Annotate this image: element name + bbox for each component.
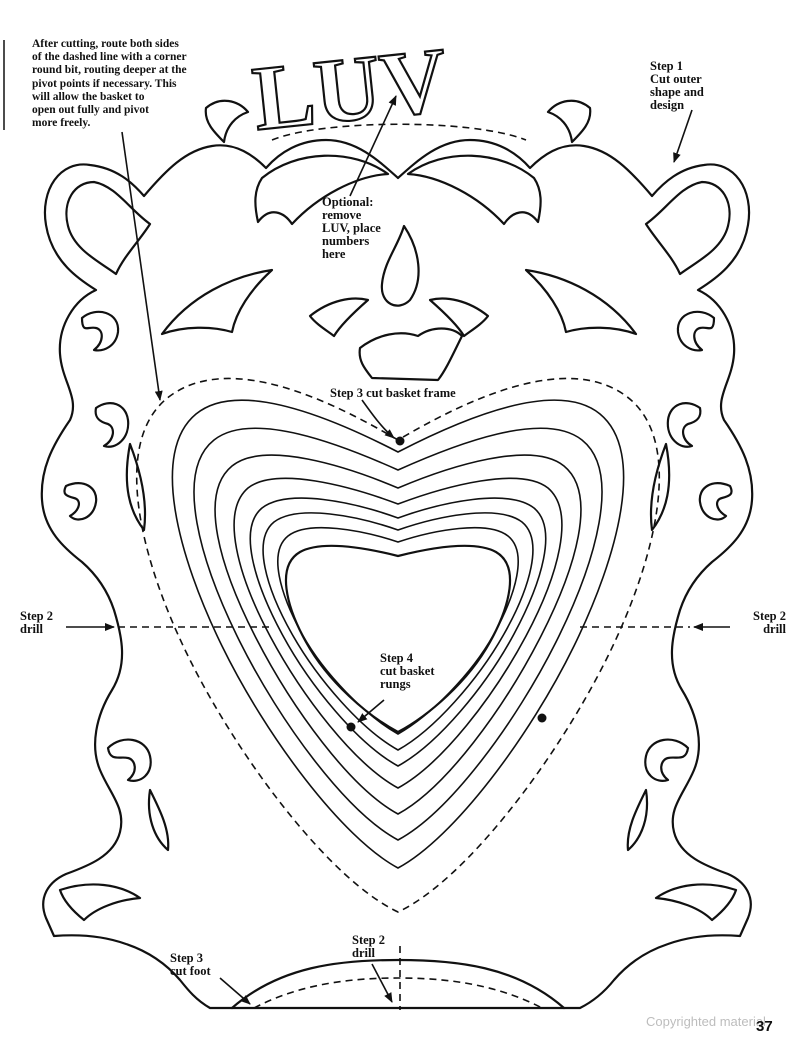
left-leaf-top xyxy=(204,99,250,144)
left-leaf-cut xyxy=(125,442,147,532)
right-lower-scroll xyxy=(644,738,690,782)
right-scroll-lower xyxy=(698,482,733,521)
right-heart-ornament xyxy=(644,180,731,276)
left-scroll-upper xyxy=(80,310,120,352)
left-swoop-cut xyxy=(254,154,390,226)
basket-rungs xyxy=(171,399,625,869)
right-leaf-top xyxy=(546,99,592,144)
step2-bottom-label: Step 2 drill xyxy=(352,933,385,960)
left-lower-leaf xyxy=(147,788,170,852)
luv-letters: LUV xyxy=(248,28,452,150)
basket-center-opening xyxy=(284,544,512,734)
outer-shape xyxy=(40,138,754,1010)
step2-left-label: Step 2 drill xyxy=(20,609,53,636)
note-arrow xyxy=(121,131,163,401)
right-lower-leaf xyxy=(626,788,649,852)
right-inner-wing xyxy=(428,297,490,338)
left-inner-wing xyxy=(308,297,370,338)
basket-frame-dashed xyxy=(135,377,661,913)
pivot-dot-top xyxy=(395,436,405,446)
left-wing-cut xyxy=(160,268,274,336)
left-heart-ornament xyxy=(65,180,152,276)
step2-right-label: Step 2 drill xyxy=(753,609,786,636)
step1-label: Step 1 Cut outer shape and design xyxy=(650,59,704,112)
rung-dot-inner xyxy=(346,722,356,732)
left-foot-leaf xyxy=(58,883,142,922)
right-scroll-upper xyxy=(676,310,716,352)
step3-frame-arrow xyxy=(361,399,395,439)
foot-outline xyxy=(230,958,566,1010)
right-foot-leaf xyxy=(654,883,738,922)
right-wing-cut xyxy=(524,268,638,336)
optional-arrow xyxy=(349,95,397,197)
right-scroll-mid xyxy=(666,402,702,448)
right-swoop-cut xyxy=(406,154,542,226)
center-shield-cut xyxy=(358,327,464,382)
left-scroll-lower xyxy=(63,482,98,521)
copyright-watermark: Copyrighted material xyxy=(646,1014,766,1029)
step3-foot-label: Step 3 cut foot xyxy=(170,951,211,978)
step1-arrow xyxy=(673,109,693,163)
foot-dashed-arc xyxy=(253,977,543,1009)
flame-cut xyxy=(380,224,420,307)
page-number: 37 xyxy=(756,1018,773,1035)
step3-foot-arrow xyxy=(219,977,251,1005)
optional-label: Optional: remove LUV, place numbers here xyxy=(322,195,381,261)
left-lower-scroll xyxy=(106,738,152,782)
left-scroll-mid xyxy=(94,402,130,448)
step4-label: Step 4 cut basket rungs xyxy=(380,651,435,691)
rung-dot-outer xyxy=(537,713,547,723)
step4-arrow xyxy=(357,699,385,723)
step3-frame-label: Step 3 cut basket frame xyxy=(330,386,456,400)
routing-note: After cutting, route both sides of the d… xyxy=(32,38,187,130)
luv-dashed-line xyxy=(271,123,527,141)
step2-bottom-arrow xyxy=(371,963,393,1003)
right-leaf-cut xyxy=(649,442,671,532)
